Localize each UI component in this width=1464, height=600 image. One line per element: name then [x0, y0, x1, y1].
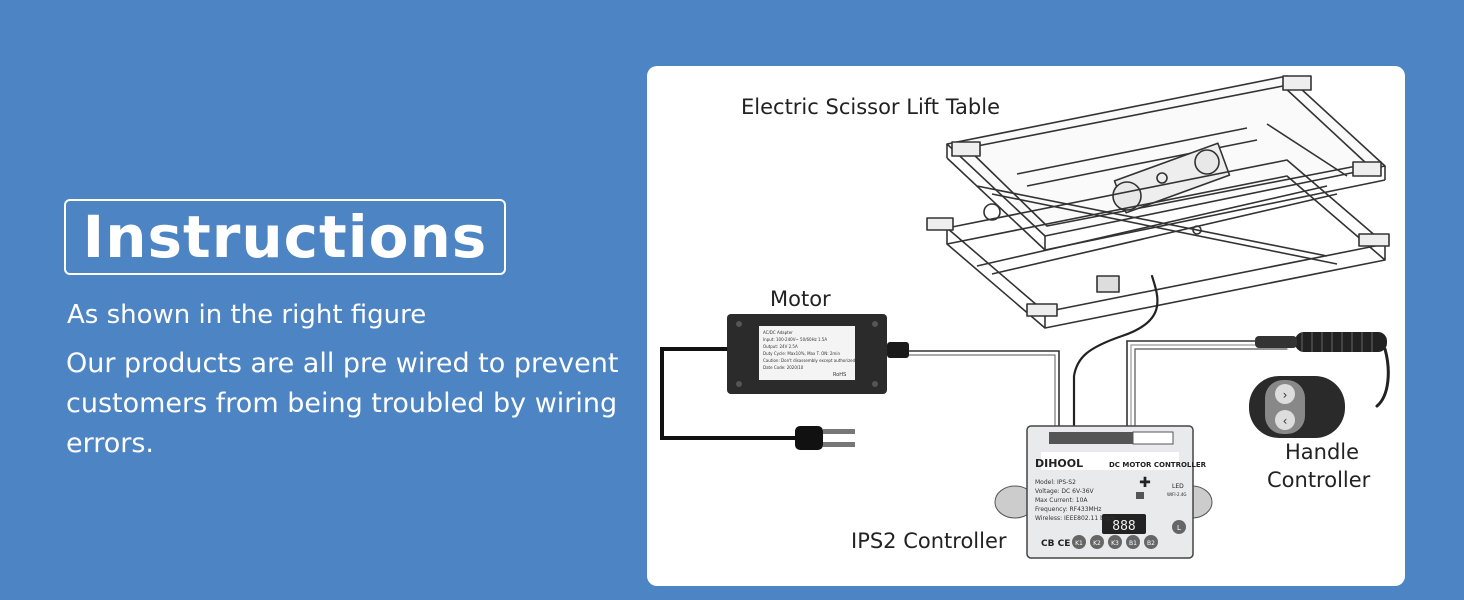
controller-brand: DIHOOL: [1035, 457, 1083, 470]
svg-text:‹: ‹: [1283, 414, 1288, 428]
led-display: 888: [1112, 519, 1135, 534]
adapter-line: Duty Cycle: Max10%, Max T. ON: 2min: [763, 351, 840, 356]
button-b2: B2: [1147, 540, 1155, 547]
spec-line: Wireless: IEEE802.11 b/g/n: [1035, 515, 1116, 522]
label-handle-line2: Controller: [1267, 468, 1371, 492]
coiled-cord: [1255, 332, 1387, 352]
wiring-diagram: › ‹ ✚ DIHOOL DC MOTOR CONTROLLER LED WIF…: [660, 75, 1390, 559]
instructions-title-box: Instructions: [64, 199, 506, 275]
label-handle-line1: Handle: [1285, 440, 1360, 464]
diagram-panel: › ‹ ✚ DIHOOL DC MOTOR CONTROLLER LED WIF…: [647, 66, 1405, 586]
description: Our products are all pre wired to preven…: [66, 348, 619, 459]
adapter-line: Date Code: 2020/10: [763, 365, 804, 370]
button-k2: K2: [1093, 540, 1101, 547]
button-b1: B1: [1129, 540, 1137, 547]
motor-adapter: [727, 314, 909, 394]
handle-remote: › ‹: [1249, 376, 1345, 438]
button-k1: K1: [1075, 540, 1083, 547]
button-l: L: [1177, 524, 1181, 532]
adapter-line: Input: 100-240V~ 50/60Hz 1.5A: [763, 337, 827, 342]
label-ips2-controller: IPS2 Controller: [851, 529, 1007, 553]
adapter-line: Caution: Don't disassembly except author…: [763, 358, 856, 363]
wiring-cables: [660, 274, 1390, 440]
spec-line: Model: IPS-S2: [1035, 479, 1076, 486]
label-lift-table: Electric Scissor Lift Table: [741, 95, 1001, 119]
svg-text:✚: ✚: [1139, 475, 1151, 491]
svg-text:›: ›: [1283, 388, 1288, 402]
cert-marks: CB CE: [1041, 539, 1070, 549]
instructions-title: Instructions: [82, 203, 488, 271]
rohs-mark: RoHS: [833, 372, 846, 378]
spec-line: Frequency: RF433MHz: [1035, 506, 1101, 513]
dc-motor-controller: ✚: [994, 425, 1213, 559]
button-k3: K3: [1111, 540, 1119, 547]
label-motor: Motor: [770, 287, 831, 311]
scissor-lift-table-drawing: [926, 75, 1390, 329]
led-label: LED: [1172, 483, 1184, 490]
wifi-label: WIFI-2.4G: [1167, 492, 1187, 497]
spec-line: Voltage: DC 6V-36V: [1035, 488, 1095, 495]
controller-title: DC MOTOR CONTROLLER: [1109, 461, 1207, 469]
subtitle: As shown in the right figure: [67, 300, 427, 330]
power-plug: [795, 426, 855, 450]
spec-line: Max Current: 10A: [1035, 497, 1088, 504]
adapter-line: Output: 24V 2.5A: [763, 344, 798, 349]
adapter-line: AC/DC Adapter: [763, 330, 793, 335]
